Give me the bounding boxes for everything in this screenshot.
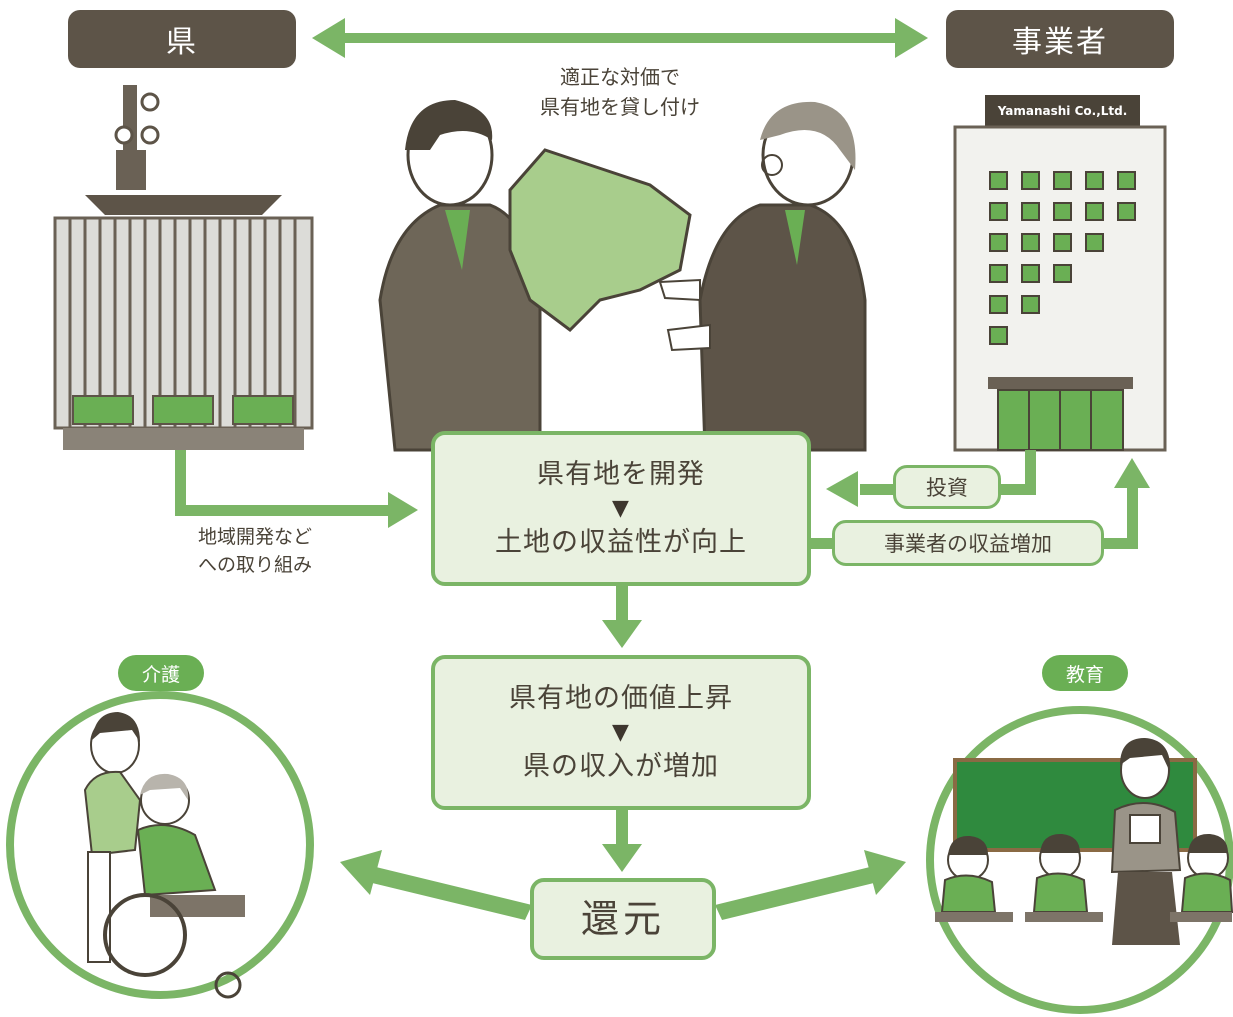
profit-increase-label: 事業者の収益増加 [832, 520, 1104, 566]
lease-note: 適正な対価で 県有地を貸し付け [510, 62, 730, 122]
regional-note: 地域開発など への取り組み [198, 524, 378, 579]
value-box: 県有地の価値上昇 ▼ 県の収入が増加 [431, 655, 811, 810]
develop-box: 県有地を開発 ▼ 土地の収益性が向上 [431, 431, 811, 586]
tag-education: 教育 [1042, 655, 1128, 691]
education-illustration [926, 706, 1233, 1014]
regional-note-line2: への取り組み [198, 553, 313, 576]
lease-note-line1: 適正な対価で [560, 65, 680, 89]
return-box: 還元 [530, 878, 716, 960]
develop-line1: 県有地を開発 [537, 458, 705, 490]
businessmen-handshake-illustration [378, 100, 867, 452]
building-sign: Yamanashi Co.,Ltd. [997, 104, 1128, 118]
develop-arrow: ▼ [612, 495, 630, 521]
lease-note-line2: 県有地を貸し付け [540, 95, 700, 119]
header-business: 事業者 [946, 10, 1174, 68]
company-building-illustration [953, 95, 1167, 452]
invest-label: 投資 [893, 465, 1001, 509]
value-line2: 県の収入が増加 [523, 750, 719, 782]
header-prefecture: 県 [68, 10, 296, 68]
develop-line2: 土地の収益性が向上 [495, 526, 747, 558]
value-line1: 県有地の価値上昇 [509, 682, 733, 714]
tag-care: 介護 [118, 655, 204, 691]
double-arrow-top [312, 18, 928, 58]
regional-note-line1: 地域開発など [198, 526, 313, 548]
prefecture-building-illustration [53, 85, 314, 450]
value-arrow: ▼ [612, 719, 630, 745]
care-illustration [6, 691, 314, 999]
